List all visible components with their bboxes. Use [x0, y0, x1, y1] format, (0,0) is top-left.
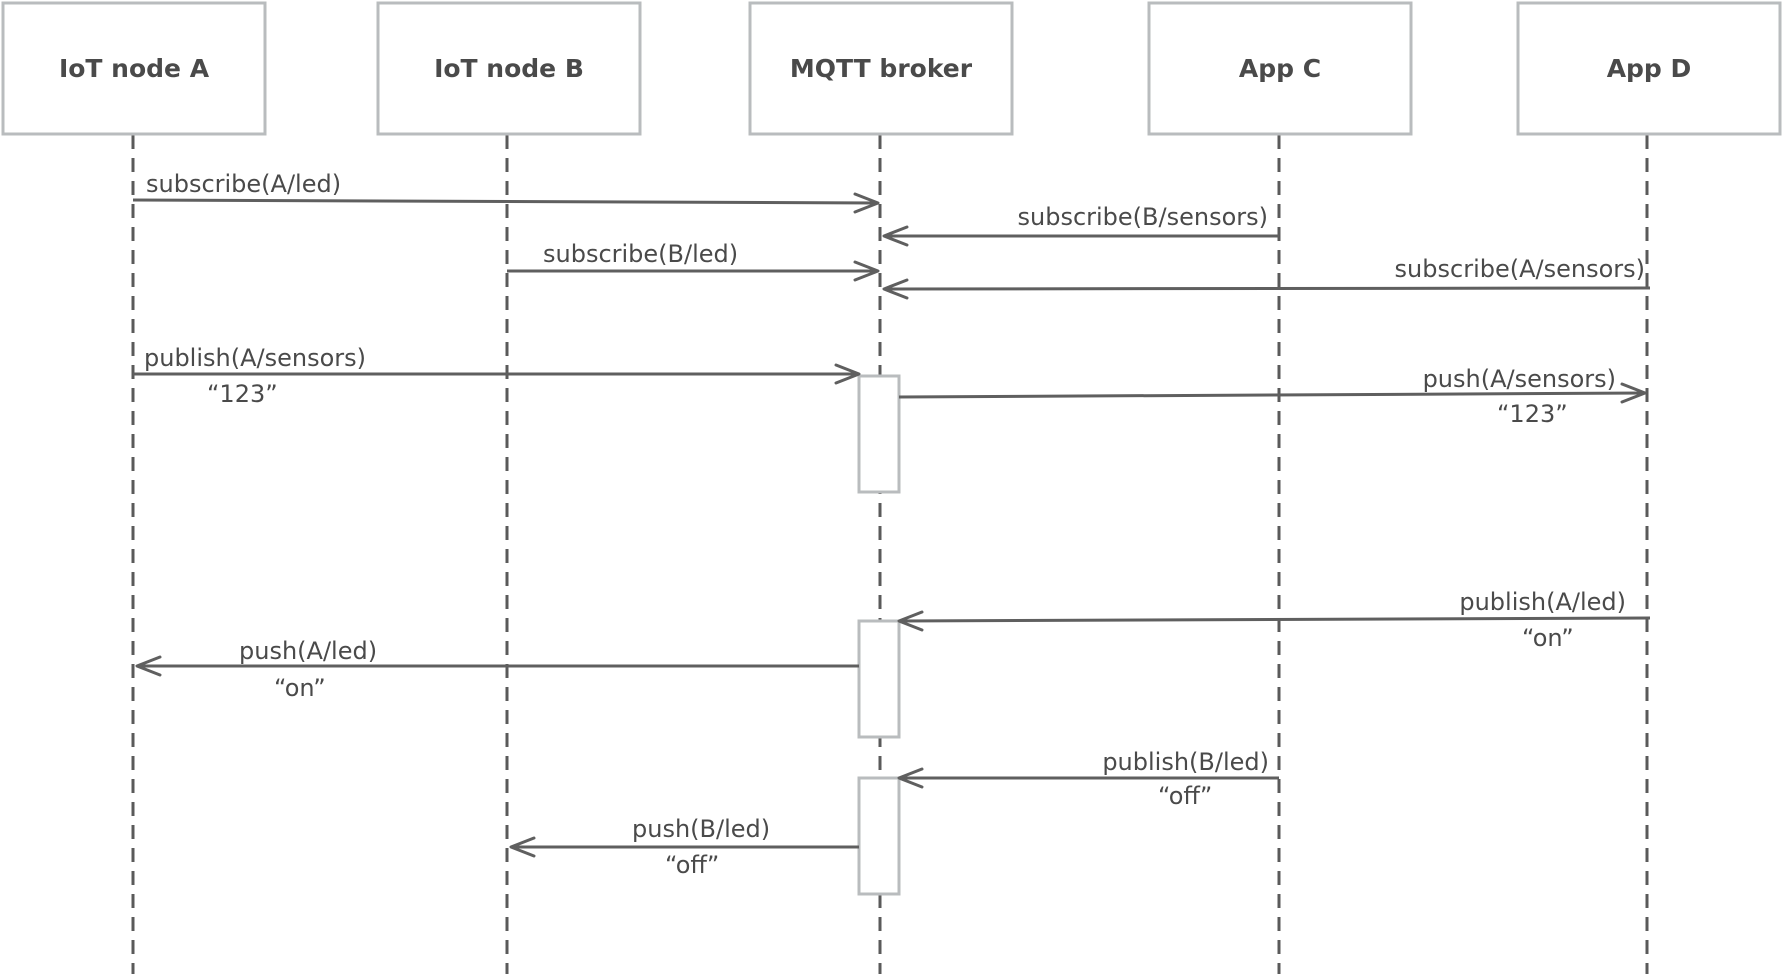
message-subscribe-b-sensors: subscribe(B/sensors) — [882, 203, 1279, 247]
participant-label: App C — [1239, 54, 1321, 83]
participant-label: IoT node A — [59, 54, 210, 83]
message-label: push(A/sensors) — [1423, 365, 1616, 393]
participant-label: MQTT broker — [790, 54, 973, 83]
arrow-head — [897, 610, 924, 632]
participant-app-c: App C — [1147, 1, 1413, 136]
message-label: subscribe(B/sensors) — [1018, 203, 1269, 231]
message-payload: “off” — [1158, 782, 1212, 810]
arrow-head — [834, 363, 861, 385]
message-label: subscribe(A/led) — [146, 170, 341, 198]
arrow-head — [897, 767, 924, 789]
message-push-b-led: push(B/led) “off” — [509, 815, 859, 879]
activation-box — [857, 619, 901, 739]
message-payload: “off” — [665, 851, 719, 879]
message-label: push(B/led) — [632, 815, 770, 843]
message-payload: “123” — [1497, 400, 1568, 428]
message-label: publish(A/sensors) — [144, 344, 366, 372]
activation-box — [857, 776, 901, 896]
arrow-head — [882, 225, 909, 247]
arrow-head — [853, 260, 880, 282]
message-publish-a-sensors: publish(A/sensors) “123” — [133, 344, 861, 408]
arrow-head — [1620, 382, 1647, 404]
participant-label: App D — [1607, 54, 1692, 83]
arrow-head — [509, 836, 536, 858]
participant-node-b: IoT node B — [376, 1, 642, 136]
message-label: push(A/led) — [239, 637, 377, 665]
message-push-a-led: push(A/led) “on” — [135, 637, 859, 702]
message-payload: “123” — [207, 380, 278, 408]
message-label: subscribe(A/sensors) — [1395, 255, 1645, 283]
message-payload: “on” — [1522, 624, 1574, 652]
participant-broker: MQTT broker — [748, 1, 1014, 136]
message-push-a-sensors: push(A/sensors) “123” — [898, 365, 1647, 428]
participant-label: IoT node B — [434, 54, 584, 83]
message-publish-b-led: publish(B/led) “off” — [897, 748, 1279, 810]
message-subscribe-a-led: subscribe(A/led) — [132, 170, 880, 214]
participant-node-a: IoT node A — [1, 1, 267, 136]
arrow-head — [882, 278, 909, 300]
message-subscribe-a-sensors: subscribe(A/sensors) — [882, 255, 1651, 300]
message-label: publish(B/led) — [1102, 748, 1269, 776]
message-payload: “on” — [274, 674, 326, 702]
message-label: subscribe(B/led) — [543, 240, 738, 268]
participant-app-d: App D — [1516, 1, 1782, 136]
message-label: publish(A/led) — [1459, 588, 1626, 616]
message-publish-a-led: publish(A/led) “on” — [897, 588, 1651, 652]
activation-box — [857, 374, 901, 494]
arrow-head — [135, 655, 162, 677]
arrow-head — [853, 192, 880, 214]
message-subscribe-b-led: subscribe(B/led) — [507, 240, 880, 282]
